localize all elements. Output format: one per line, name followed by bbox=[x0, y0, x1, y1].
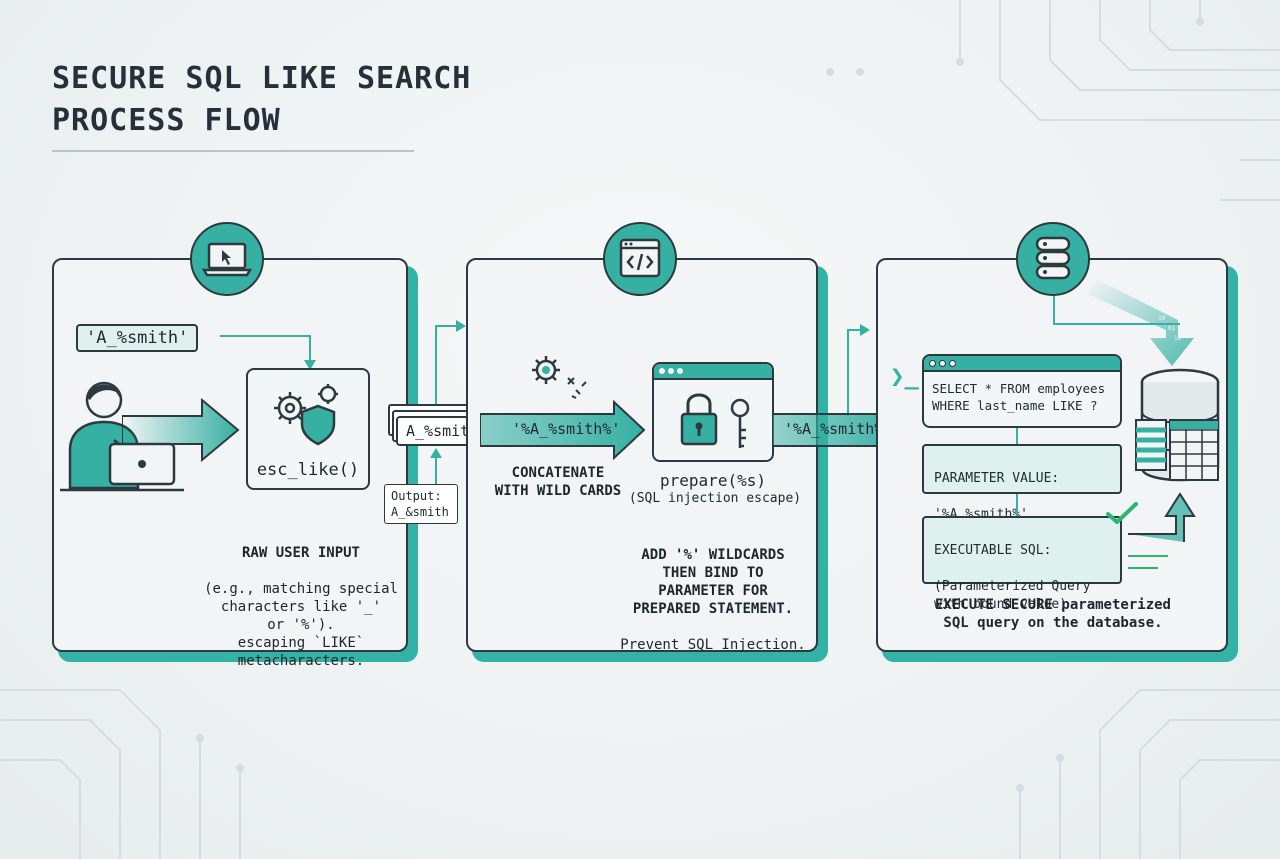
user-at-laptop-illustration bbox=[60, 381, 184, 492]
link-2-connector bbox=[847, 324, 870, 416]
panel-3-caption: EXECUTE SECURE parameterized SQL query o… bbox=[934, 597, 1171, 631]
panel-2-icon-badge bbox=[603, 222, 677, 296]
raw-input-tag: 'A_%smith' bbox=[76, 324, 199, 352]
page-title: SECURE SQL LIKE SEARCH PROCESS FLOW bbox=[52, 61, 472, 138]
link-1-connectors bbox=[430, 320, 466, 490]
bound-value-label: '%A_%smith%' bbox=[784, 420, 893, 438]
concat-label: CONCATENATE WITH WILD CARDS bbox=[494, 465, 622, 499]
lock-key-icon bbox=[680, 393, 750, 448]
svg-text:01: 01 bbox=[1168, 325, 1176, 332]
executable-sql-body: (Parameterized Query with bound value) bbox=[934, 579, 1091, 612]
parameter-value-box: PARAMETER VALUE: '%A_%smith%' bbox=[922, 444, 1122, 522]
esc-like-card: esc_like() bbox=[246, 368, 370, 490]
query-window-titlebar bbox=[924, 356, 1120, 372]
panel-2-caption-body: Prevent SQL Injection. bbox=[620, 637, 806, 653]
prepare-label: prepare(%s) bbox=[660, 471, 766, 490]
svg-text:10: 10 bbox=[1174, 335, 1182, 342]
database-connector bbox=[1053, 296, 1180, 325]
prepare-window-titlebar bbox=[654, 364, 772, 380]
executable-sql-box: EXECUTABLE SQL: (Parameterized Query wit… bbox=[922, 516, 1122, 612]
wildcard-value-arrow bbox=[480, 400, 646, 461]
checkmark-icon bbox=[1106, 502, 1138, 524]
gears-shield-icon bbox=[274, 384, 338, 446]
panel-2-caption: ADD '%' WILDCARDS THEN BIND TO PARAMETER… bbox=[600, 528, 826, 672]
query-param-connector bbox=[1016, 428, 1018, 444]
database-icon bbox=[1035, 236, 1071, 280]
code-window-icon bbox=[619, 238, 661, 278]
panel-1-caption-title: RAW USER INPUT bbox=[241, 545, 360, 561]
wildcard-value-label: '%A_%smith%' bbox=[512, 420, 621, 438]
laptop-cursor-icon bbox=[201, 242, 253, 277]
parameter-value-title: PARAMETER VALUE: bbox=[934, 471, 1060, 486]
panel-1-caption: RAW USER INPUT (e.g., matching special c… bbox=[186, 526, 416, 688]
panel-1-caption-body: (e.g., matching special characters like … bbox=[204, 581, 398, 669]
executable-sql-title: EXECUTABLE SQL: bbox=[934, 543, 1052, 558]
sql-query-text: SELECT * FROM employees WHERE last_name … bbox=[932, 381, 1106, 413]
svg-text:10: 10 bbox=[1158, 315, 1166, 322]
prepare-window bbox=[652, 362, 774, 462]
terminal-prompt-icon: ❯_ bbox=[890, 362, 919, 390]
query-window: SELECT * FROM employees WHERE last_name … bbox=[922, 354, 1122, 428]
prepare-note: (SQL injection escape) bbox=[628, 491, 802, 506]
panel-3-icon-badge bbox=[1016, 222, 1090, 296]
esc-like-label: esc_like() bbox=[256, 460, 360, 480]
gear-sparkle-icon bbox=[532, 356, 587, 399]
input-flow-arrow bbox=[122, 397, 240, 463]
tag-to-function-connector bbox=[220, 335, 316, 370]
panel-2-caption-title: ADD '%' WILDCARDS THEN BIND TO PARAMETER… bbox=[632, 547, 794, 617]
panel-1-icon-badge bbox=[190, 222, 264, 296]
param-exec-connector bbox=[1016, 494, 1018, 516]
output-note: Output: A_&smith bbox=[384, 484, 458, 524]
title-divider bbox=[52, 150, 414, 152]
